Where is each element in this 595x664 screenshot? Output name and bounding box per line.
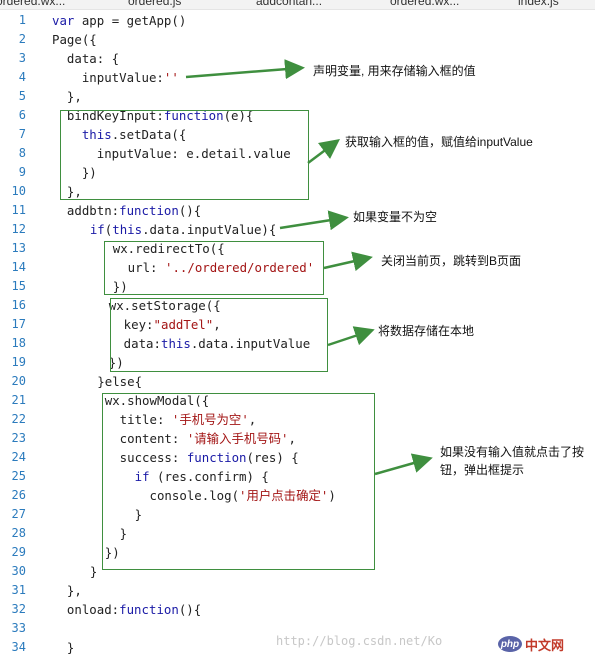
code-line-31: }, <box>52 583 82 598</box>
code-line-20: }else{ <box>60 374 143 389</box>
line-number: 18 <box>11 336 26 350</box>
code-line-34: } <box>52 640 75 655</box>
line-number: 13 <box>11 241 26 255</box>
code-line-23: content: '请输入手机号码', <box>60 431 296 446</box>
tab-ordered-wxml-2[interactable]: ordered.wx... <box>390 0 460 8</box>
code-line-7: this.setData({ <box>81 127 187 142</box>
line-number: 25 <box>11 469 26 483</box>
line-number: 16 <box>11 298 26 312</box>
tab-ordered-js[interactable]: ordered.js <box>128 0 182 8</box>
line-number: 8 <box>18 146 26 160</box>
code-line-25: if (res.confirm) { <box>134 469 269 484</box>
tab-index-js[interactable]: index.js <box>518 0 559 8</box>
highlight-box-bindkeyinput <box>60 110 309 200</box>
line-number: 3 <box>18 51 26 65</box>
line-number: 10 <box>11 184 26 198</box>
line-number: 20 <box>11 374 26 388</box>
code-line-29: }) <box>60 545 120 560</box>
code-line-27: } <box>60 507 143 522</box>
line-number: 7 <box>18 127 26 141</box>
code-line-6: bindKeyInput:function(e){ <box>52 108 254 123</box>
line-number: 11 <box>11 203 26 217</box>
line-number: 24 <box>11 450 26 464</box>
code-line-8: inputValue: e.detail.value <box>52 146 291 161</box>
line-number: 9 <box>18 165 26 179</box>
code-line-12: if(this.data.inputValue){ <box>89 222 277 237</box>
code-line-21: wx.showModal({ <box>60 393 210 408</box>
line-number: 17 <box>11 317 26 331</box>
code-line-19: }) <box>64 355 124 370</box>
code-line-15: }) <box>68 279 128 294</box>
annotation-redirect: 关闭当前页，跳转到B页面 <box>381 254 522 268</box>
watermark-url: http://blog.csdn.net/Ko <box>276 634 443 648</box>
code-line-24: success: function(res) { <box>60 450 299 465</box>
code-line-22: title: '手机号为空', <box>60 412 257 427</box>
code-line-32: onload:function(){ <box>52 602 202 617</box>
php-cn-logo: php 中文网 <box>498 634 564 654</box>
php-logo-icon: php <box>498 636 522 652</box>
code-line-9: }) <box>52 165 97 180</box>
code-line-28: } <box>60 526 128 541</box>
code-line-5: }, <box>52 89 82 104</box>
annotation-get-input-value: 获取输入框的值，赋值给inputValue <box>345 135 533 149</box>
highlight-box-redirect <box>104 241 324 295</box>
annotation-not-empty: 如果变量不为空 <box>353 210 438 224</box>
line-number: 2 <box>18 32 26 46</box>
line-number: 4 <box>18 70 26 84</box>
annotation-modal-prompt: 如果没有输入值就点击了按钮，弹出框提示 <box>440 445 585 477</box>
tab-addcontact[interactable]: addcontan... <box>256 0 322 9</box>
line-number: 33 <box>11 621 26 635</box>
line-number: 32 <box>11 602 26 616</box>
line-number: 26 <box>11 488 26 502</box>
line-number: 12 <box>11 222 26 236</box>
logo-text: 中文网 <box>525 637 565 653</box>
code-line-14: url: '../ordered/ordered' <box>68 260 315 275</box>
line-number: 1 <box>18 13 26 27</box>
editor-tab-bar: ordered.wx... ordered.js addcontan... or… <box>0 0 595 10</box>
line-number: 5 <box>18 89 26 103</box>
code-line-4: inputValue:'' <box>52 70 179 85</box>
line-number: 6 <box>18 108 26 122</box>
code-line-2: Page({ <box>52 32 97 47</box>
line-number: 23 <box>11 431 26 445</box>
tab-ordered-wxml-1[interactable]: ordered.wx... <box>0 0 66 8</box>
line-number: 29 <box>11 545 26 559</box>
code-line-3: data: { <box>52 51 120 66</box>
line-number: 34 <box>11 640 26 654</box>
line-number: 28 <box>11 526 26 540</box>
code-line-30: } <box>60 564 98 579</box>
annotation-declare-variable: 声明变量, 用来存储输入框的值 <box>313 64 476 78</box>
line-number: 19 <box>11 355 26 369</box>
code-line-18: data:this.data.inputValue <box>64 336 311 351</box>
code-line-26: console.log('用户点击确定') <box>60 488 336 503</box>
code-line-17: key:"addTel", <box>64 317 221 332</box>
line-number: 30 <box>11 564 26 578</box>
highlight-box-setstorage <box>110 298 328 372</box>
code-line-13: wx.redirectTo({ <box>68 241 225 256</box>
code-line-11: addbtn:function(){ <box>52 203 202 218</box>
annotation-store-local: 将数据存储在本地 <box>378 324 475 338</box>
code-line-16: wx.setStorage({ <box>64 298 221 313</box>
code-line-1: var app = getApp() <box>52 13 187 28</box>
code-line-10: }, <box>52 184 82 199</box>
line-number: 27 <box>11 507 26 521</box>
line-number: 21 <box>11 393 26 407</box>
highlight-box-showmodal <box>102 393 375 570</box>
line-number: 14 <box>11 260 26 274</box>
line-number: 15 <box>11 279 26 293</box>
line-number: 22 <box>11 412 26 426</box>
line-number: 31 <box>11 583 26 597</box>
